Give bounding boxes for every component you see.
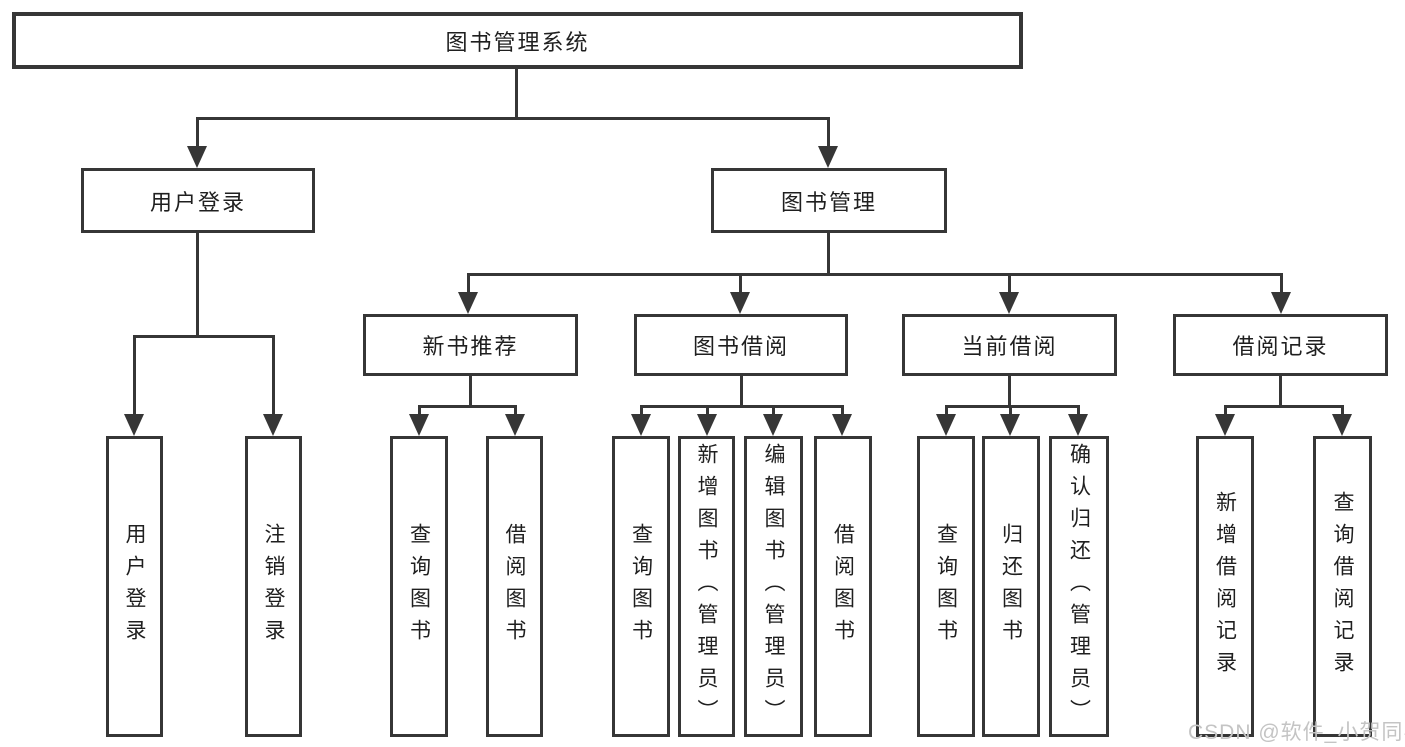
leaf-add-books-admin: 新增图书（管理员） [678,436,735,737]
node-user-login: 用户登录 [81,168,315,233]
connector-login-rail [133,335,275,338]
node-book-borrow-label: 图书借阅 [692,334,789,359]
arrow-down-icon [763,414,783,436]
arrow-down-icon [999,292,1019,314]
arrow-down-icon [1332,414,1352,436]
arrow-down-icon [458,292,478,314]
arrow-down-icon [263,414,283,436]
connector-current-drop-3 [1077,405,1080,416]
arrow-down-icon [697,414,717,436]
leaf-logout: 注销登录 [245,436,302,737]
leaf-user-login-label: 用户登录 [123,522,147,651]
connector-recommend-drop-2 [514,405,517,416]
connector-records-drop-1 [1224,405,1227,416]
arrow-down-icon [936,414,956,436]
node-new-book-recommend: 新书推荐 [363,314,578,376]
node-root: 图书管理系统 [12,12,1023,69]
leaf-borrow-books: 借阅图书 [814,436,872,737]
csdn-watermark: CSDN @软件_小贺同学 [1188,721,1405,744]
connector-recommend-rail [418,405,517,408]
connector-records-stem [1279,376,1282,405]
leaf-recommend-borrow-books: 借阅图书 [486,436,543,737]
connector-login-stem [196,233,199,335]
connector-mgmt-drop-4 [1280,273,1283,294]
node-book-borrow: 图书借阅 [634,314,848,376]
connector-borrow-rail [640,405,844,408]
leaf-query-borrow-record-label: 查询借阅记录 [1331,490,1355,683]
arrow-down-icon [1000,414,1020,436]
connector-borrow-drop-2 [706,405,709,416]
connector-mgmt-rail [467,273,1283,276]
connector-login-drop-2 [272,335,275,416]
connector-login-drop-1 [133,335,136,416]
node-root-label: 图书管理系统 [445,29,590,55]
arrow-down-icon [124,414,144,436]
node-current-borrow: 当前借阅 [902,314,1117,376]
arrow-down-icon [631,414,651,436]
connector-records-rail [1224,405,1344,408]
leaf-confirm-return-admin: 确认归还（管理员） [1049,436,1109,737]
connector-root-drop-left [196,117,199,148]
connector-current-drop-2 [1009,405,1012,416]
connector-borrow-stem [740,376,743,405]
connector-root-drop-right [827,117,830,148]
arrow-down-icon [730,292,750,314]
connector-borrow-drop-4 [841,405,844,416]
leaf-borrow-query-books: 查询图书 [612,436,670,737]
arrow-down-icon [1215,414,1235,436]
leaf-borrow-query-books-label: 查询图书 [629,522,653,651]
node-borrow-records-label: 借阅记录 [1232,334,1329,359]
node-book-management-label: 图书管理 [780,189,877,215]
node-current-borrow-label: 当前借阅 [961,334,1058,359]
connector-mgmt-drop-3 [1008,273,1011,294]
arrow-down-icon [832,414,852,436]
leaf-edit-books-admin-label: 编辑图书（管理员） [762,442,786,731]
arrow-down-icon [1271,292,1291,314]
arrow-down-icon [409,414,429,436]
leaf-edit-books-admin: 编辑图书（管理员） [744,436,803,737]
connector-mgmt-stem [827,233,830,273]
leaf-recommend-query-books: 查询图书 [390,436,448,737]
connector-recommend-drop-1 [418,405,421,416]
leaf-return-books: 归还图书 [982,436,1040,737]
connector-mgmt-drop-1 [467,273,470,294]
node-borrow-records: 借阅记录 [1173,314,1388,376]
arrow-down-icon [818,146,838,168]
connector-current-rail [945,405,1080,408]
connector-records-drop-2 [1341,405,1344,416]
leaf-recommend-borrow-books-label: 借阅图书 [503,522,527,651]
connector-borrow-drop-1 [640,405,643,416]
connector-root-stem [515,69,518,117]
arrow-down-icon [505,414,525,436]
arrow-down-icon [1068,414,1088,436]
leaf-add-borrow-record-label: 新增借阅记录 [1213,490,1237,683]
leaf-logout-label: 注销登录 [262,522,286,651]
leaf-borrow-books-label: 借阅图书 [831,522,855,651]
leaf-user-login: 用户登录 [106,436,163,737]
connector-current-drop-1 [945,405,948,416]
leaf-current-query-books-label: 查询图书 [934,522,958,651]
leaf-recommend-query-books-label: 查询图书 [407,522,431,651]
connector-root-rail [196,117,830,120]
leaf-confirm-return-admin-label: 确认归还（管理员） [1067,442,1091,731]
connector-current-stem [1008,376,1011,405]
arrow-down-icon [187,146,207,168]
connector-mgmt-drop-2 [739,273,742,294]
connector-recommend-stem [469,376,472,405]
leaf-return-books-label: 归还图书 [999,522,1023,651]
connector-borrow-drop-3 [772,405,775,416]
leaf-add-books-admin-label: 新增图书（管理员） [695,442,719,731]
leaf-add-borrow-record: 新增借阅记录 [1196,436,1254,737]
node-new-book-recommend-label: 新书推荐 [422,334,519,359]
leaf-current-query-books: 查询图书 [917,436,975,737]
node-user-login-label: 用户登录 [149,189,246,215]
leaf-query-borrow-record: 查询借阅记录 [1313,436,1372,737]
node-book-management: 图书管理 [711,168,947,233]
